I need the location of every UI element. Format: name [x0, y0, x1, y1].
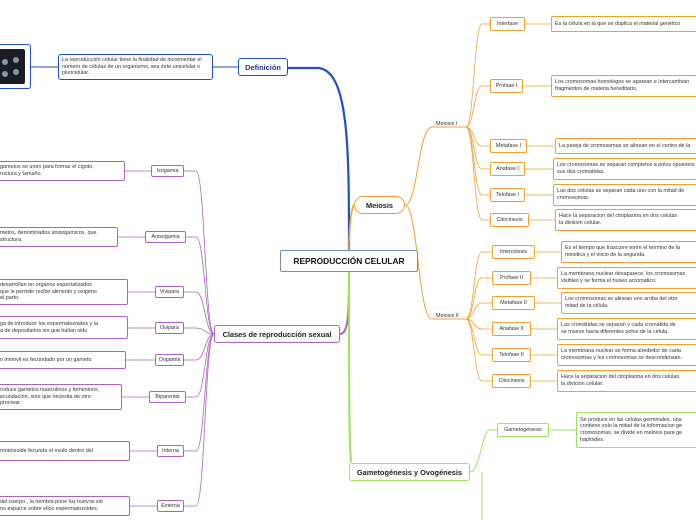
phase-anafase-i[interactable]: Anafase I — [490, 162, 525, 176]
phase-interfase[interactable]: Interfase — [490, 17, 525, 31]
clase-isogamia-text[interactable]: gametos se unen para formar el cigoto, r… — [0, 161, 125, 181]
central-topic[interactable]: REPRODUCCIÓN CELULAR — [280, 250, 418, 272]
clase-anisogamia-text[interactable]: metos, denominados anisogamicos, que str… — [0, 227, 118, 247]
clase-oogamia[interactable]: Oogamia — [155, 354, 184, 366]
phase-anafase-ii[interactable]: Anafase II — [492, 322, 531, 336]
phase-citocinesis-i-text[interactable]: Hace la separacion del citoplasma en dos… — [555, 209, 696, 231]
gametogenesis-topic[interactable]: Gametogénesis y Ovogénesis — [349, 463, 470, 481]
gametogenesis-text[interactable]: Se produce en las células germinales, un… — [576, 412, 696, 448]
clase-ovipara[interactable]: Ovipara — [155, 322, 184, 334]
phase-telofase-i-text[interactable]: Las dos celulas se separan cada uno con … — [553, 184, 696, 206]
clases-topic[interactable]: Clases de reproducción sexual — [214, 325, 340, 343]
gametogenesis-node[interactable]: Gametogénesis — [497, 423, 549, 437]
meiosis-ii-label[interactable]: Meiosis II — [436, 313, 459, 319]
phase-metafase-i[interactable]: Metafase I — [490, 139, 527, 153]
clase-interna-text[interactable]: rmatozoide fecunda el ovulo dentro del — [0, 441, 130, 461]
button-dot — [13, 69, 19, 75]
phase-citocinesis-ii[interactable]: Citocinesis — [492, 374, 531, 388]
phase-anafase-i-text[interactable]: Los cromosomas se separan completos a po… — [553, 158, 696, 180]
phase-telofase-ii-text[interactable]: La membrana nuclear se forma alrededor d… — [557, 344, 696, 366]
clase-biparental[interactable]: Biparental — [149, 391, 186, 403]
clase-vivipara[interactable]: Vivipara — [155, 286, 184, 298]
phase-profase-ii[interactable]: Profase II — [492, 271, 531, 285]
phase-citocinesis-i[interactable]: Citocinesis — [490, 213, 529, 227]
phase-interfase-text[interactable]: Es la célula en la que se duplica el mat… — [551, 16, 696, 32]
phase-anafase-ii-text[interactable]: Las cromátidas se separan y cada cromáti… — [557, 318, 696, 340]
definicion-text[interactable]: La reproducción celular tiene la finalid… — [58, 54, 213, 80]
phase-intercinesis[interactable]: Intercinesis — [492, 245, 535, 259]
clase-ovipara-text[interactable]: ga de introducir los espermatozoides y l… — [0, 316, 128, 339]
phase-citocinesis-ii-text[interactable]: Hace la separacion del citoplasma en dos… — [557, 370, 696, 392]
phase-telofase-i[interactable]: Telofase I — [490, 188, 525, 202]
phase-metafase-ii[interactable]: Metafase II — [492, 296, 535, 310]
phase-telofase-ii[interactable]: Telofase II — [492, 348, 531, 362]
clase-biparental-text[interactable]: roduce gametos masculinos y femeninos, e… — [0, 384, 122, 410]
phase-profase-ii-text[interactable]: La membrana nuclear desaparece, los crom… — [557, 267, 696, 289]
clase-vivipara-text[interactable]: desarrollan en organos especializados qu… — [0, 279, 128, 305]
clase-externa-text[interactable]: del cuerpo , la hembra pone los huevos s… — [0, 496, 130, 516]
phase-metafase-i-text[interactable]: La pareja de cromosomas se alinean en el… — [555, 138, 696, 154]
calculator-screen — [0, 49, 25, 84]
meiosis-i-label[interactable]: Meiosis I — [436, 121, 458, 127]
phase-metafase-ii-text[interactable]: Los cromosomas se alinean uno arriba del… — [561, 292, 696, 314]
clase-oogamia-text[interactable]: o inmóvil es fecundado por un gameto — [0, 351, 126, 369]
phase-intercinesis-text[interactable]: Es el tiempo que trascurre entre el term… — [561, 241, 696, 263]
meiosis-topic[interactable]: Meiosis — [354, 196, 405, 214]
button-dot — [2, 71, 8, 77]
clase-externa[interactable]: Externa — [157, 500, 184, 512]
button-dot — [13, 57, 19, 63]
calculator-image — [0, 44, 31, 89]
clase-anisogamia[interactable]: Anisogamia — [145, 231, 186, 243]
phase-profase-i-text[interactable]: Los cromosomas homologos se aparean e in… — [551, 75, 696, 97]
button-dot — [2, 59, 8, 65]
clase-interna[interactable]: Interna — [157, 445, 184, 457]
definicion-topic[interactable]: Definición — [238, 58, 288, 76]
clase-isogamia[interactable]: Isogamia — [151, 165, 184, 177]
phase-profase-i[interactable]: Profase I — [490, 79, 523, 93]
